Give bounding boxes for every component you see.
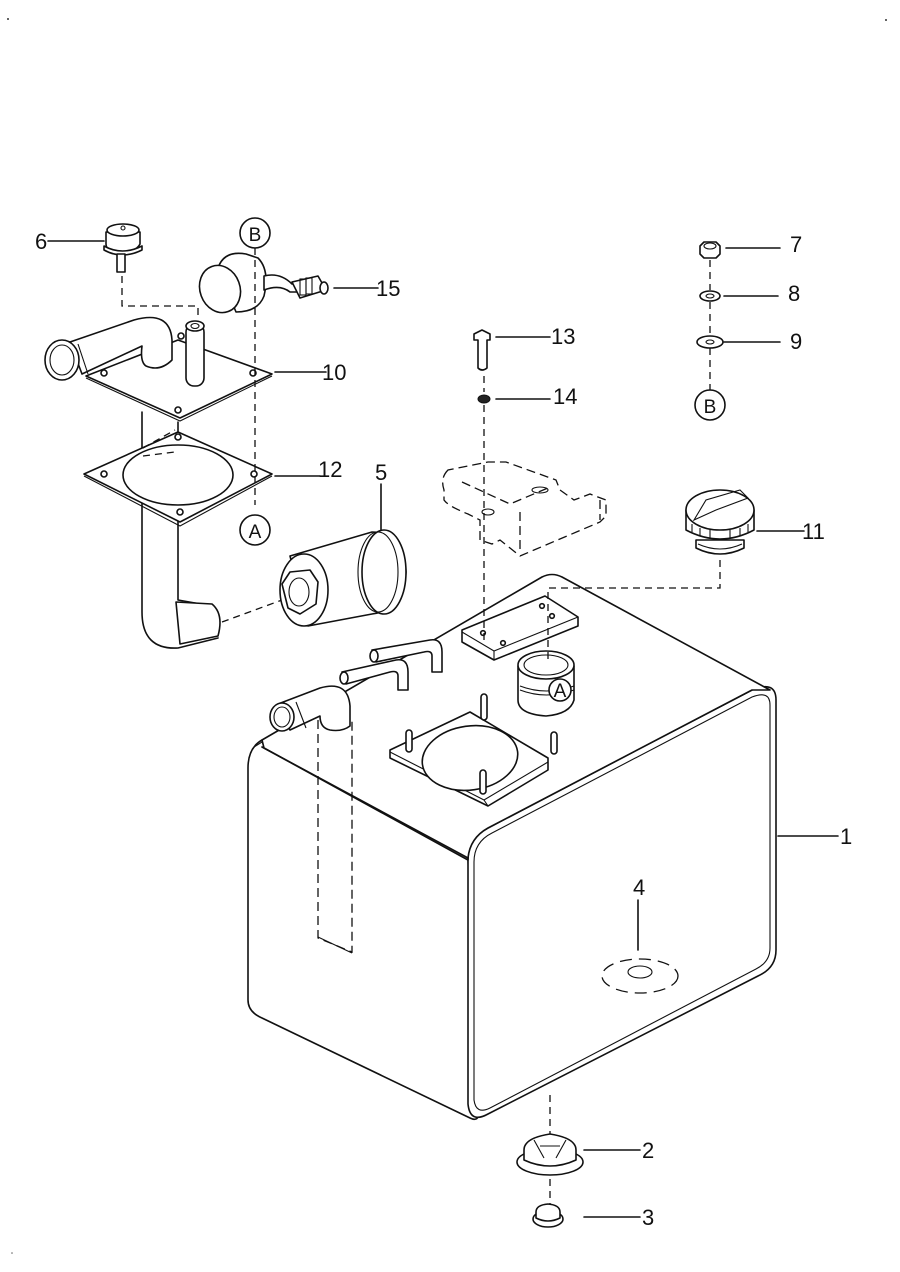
gasket — [83, 429, 273, 527]
callout-14: 14 — [553, 384, 577, 409]
filler-leader — [547, 560, 721, 660]
tank — [247, 573, 777, 1121]
callout-11: 11 — [802, 519, 825, 544]
washer-14 — [477, 394, 491, 404]
tank-top-fittings: A — [269, 595, 579, 807]
filler-cap — [685, 489, 755, 555]
reference-b-label-right: B — [704, 397, 717, 418]
reference-a-circle-lower — [548, 678, 572, 702]
callout-8: 8 — [788, 281, 800, 306]
callout-12: 12 — [318, 457, 342, 482]
reference-b-label-top: B — [249, 225, 262, 246]
vent-cap — [103, 223, 199, 318]
reference-b-top: B — [239, 217, 271, 249]
callout-3: 3 — [642, 1205, 654, 1230]
flat-washer — [696, 335, 724, 349]
reference-a-left: A — [239, 514, 271, 546]
sender — [198, 252, 329, 314]
callout-13: 13 — [551, 324, 575, 349]
internal-washer — [601, 899, 679, 994]
drain-fitting — [516, 1095, 584, 1210]
callout-9: 9 — [790, 329, 802, 354]
callout-7: 7 — [790, 232, 802, 257]
callout-15: 15 — [376, 276, 400, 301]
callout-2: 2 — [642, 1138, 654, 1163]
drain-plug — [532, 1203, 564, 1228]
corner-marks — [7, 18, 887, 1254]
pickup-plate — [44, 316, 273, 649]
reference-a-label-lower: A — [554, 681, 567, 702]
bolt — [473, 329, 491, 371]
lock-washer — [699, 290, 721, 302]
callout-1: 1 — [840, 824, 852, 849]
ghost-sender-unit — [442, 461, 607, 557]
callout-6: 6 — [35, 229, 47, 254]
reference-b-right: B — [694, 389, 726, 421]
reference-a-label-left: A — [249, 522, 262, 543]
callout-10: 10 — [322, 360, 346, 385]
nut — [699, 241, 721, 259]
callouts: 1 2 3 4 5 6 7 8 9 10 11 12 13 14 15 — [35, 229, 852, 1230]
callout-5: 5 — [375, 460, 387, 485]
filter — [221, 529, 407, 627]
callout-4: 4 — [633, 875, 645, 900]
